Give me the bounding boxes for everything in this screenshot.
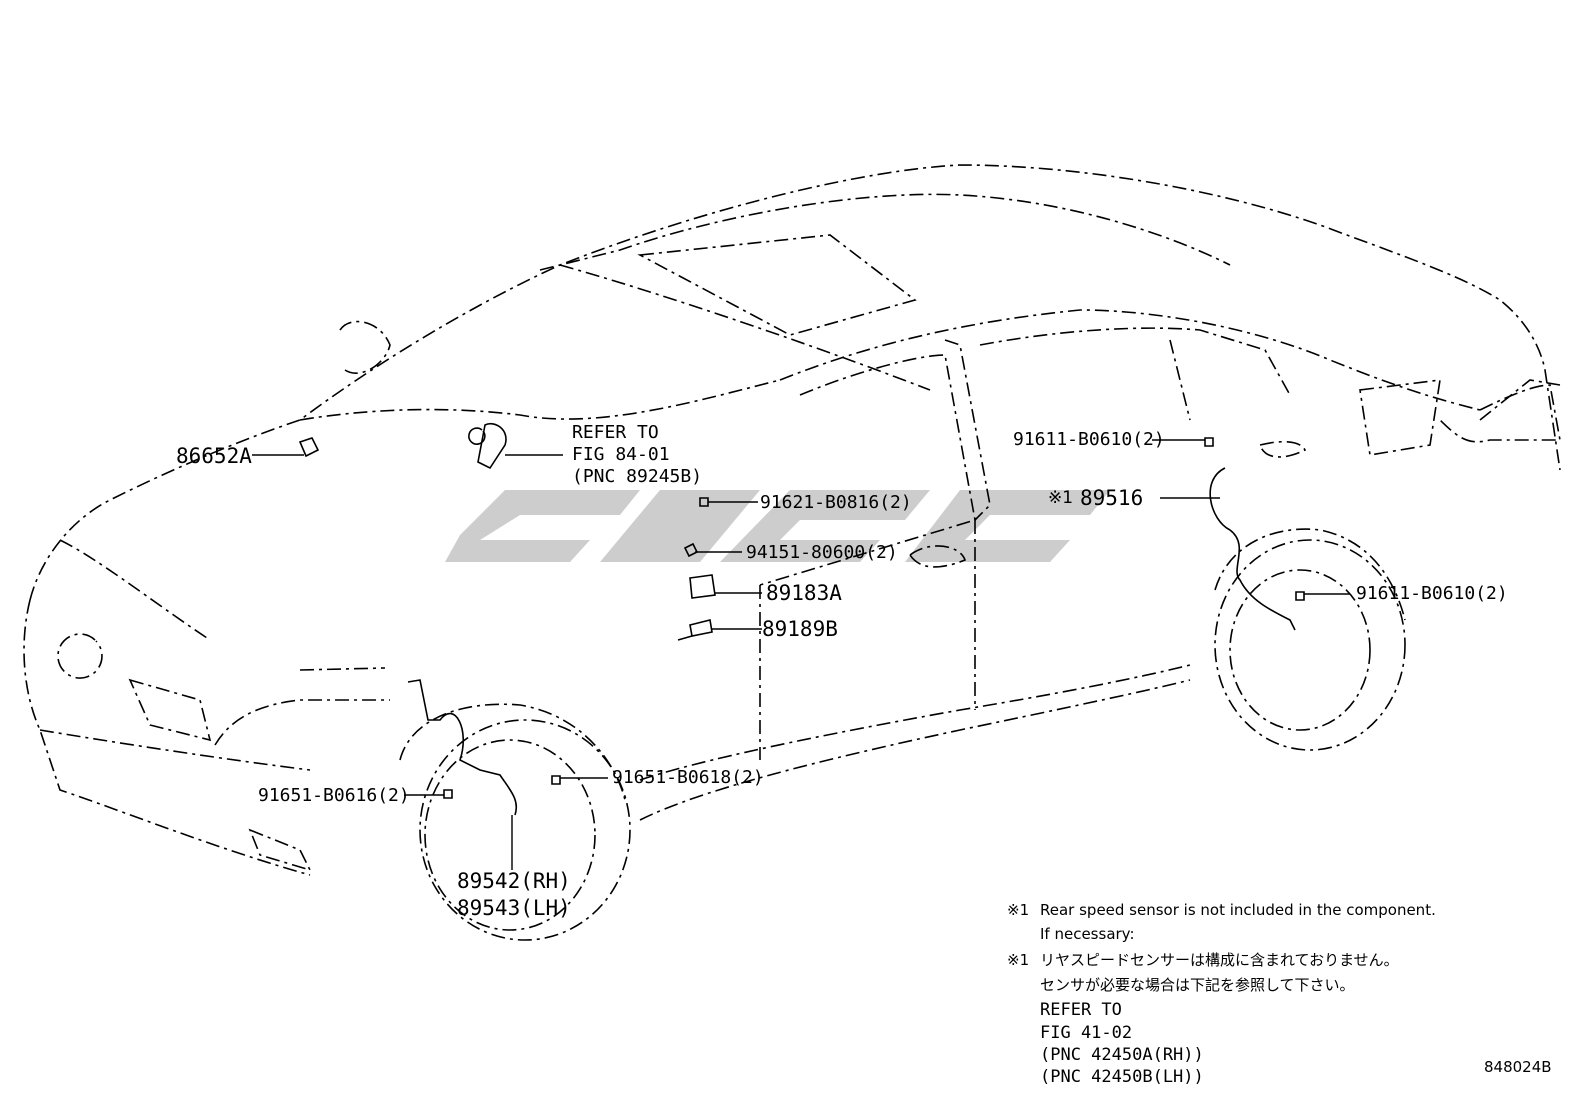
note-ja-line1: リヤスピードセンサーは構成に含まれておりません。 [1040, 951, 1399, 969]
bolt-91621 [699, 497, 709, 507]
note-ja-mark: ※1 [1007, 951, 1030, 969]
figure-code: 848024B [1484, 1058, 1552, 1076]
front-speed-sensor-89542 [407, 679, 518, 816]
airbag-sensor-89245b [468, 423, 507, 470]
label-refer-a-line3: (PNC 89245B) [572, 466, 703, 487]
rear-wheel [1214, 528, 1406, 751]
note-en-mark: ※1 [1007, 901, 1030, 919]
label-91611-b0610-right: 91611-B0610(2) [1356, 583, 1508, 604]
bolt-91611-top [1204, 437, 1214, 447]
sensor-89183a [689, 574, 716, 599]
bolt-91651-b0618 [551, 775, 561, 785]
label-91651-b0618: 91651-B0618(2) [612, 767, 764, 788]
note-refer-line4: (PNC 42450B(LH)) [1040, 1067, 1204, 1087]
label-94151-80600: 94151-80600(2) [746, 542, 898, 563]
label-91651-b0616: 91651-B0616(2) [258, 785, 410, 806]
label-refer-a-line2: FIG 84-01 [572, 444, 670, 465]
label-89189b: 89189B [762, 617, 838, 641]
note-refer-line2: FIG 41-02 [1040, 1023, 1133, 1043]
label-89183a: 89183A [766, 581, 842, 605]
bracket-89189b [677, 619, 713, 641]
label-91611-b0610-top: 91611-B0610(2) [1013, 429, 1165, 450]
note-refer-line1: REFER TO [1040, 1000, 1122, 1020]
note-refer-line3: (PNC 42450A(RH)) [1040, 1045, 1204, 1065]
label-86652a: 86652A [176, 444, 252, 468]
note-ja-line2: センサが必要な場合は下記を参照して下さい。 [1040, 976, 1355, 994]
sensor-86652a [298, 437, 320, 458]
note-en-line2: If necessary: [1040, 925, 1135, 943]
bolt-91651-b0616 [443, 789, 453, 799]
label-89516-mark: ※1 [1048, 488, 1074, 508]
bolt-91611-right [1295, 591, 1305, 601]
watermark-logo [445, 490, 1110, 562]
leader-lines [252, 439, 1350, 870]
label-refer-a-line1: REFER TO [572, 422, 659, 443]
label-89542-rh: 89542(RH) [457, 869, 571, 893]
label-89543-lh: 89543(LH) [457, 896, 571, 920]
rear-speed-sensor-89516 [1209, 467, 1296, 631]
label-89516: 89516 [1080, 486, 1144, 510]
label-91621-b0816: 91621-B0816(2) [760, 492, 912, 513]
note-en-line1: Rear speed sensor is not included in the… [1040, 901, 1436, 919]
front-wheel [399, 703, 631, 941]
car-outline [23, 164, 1561, 876]
